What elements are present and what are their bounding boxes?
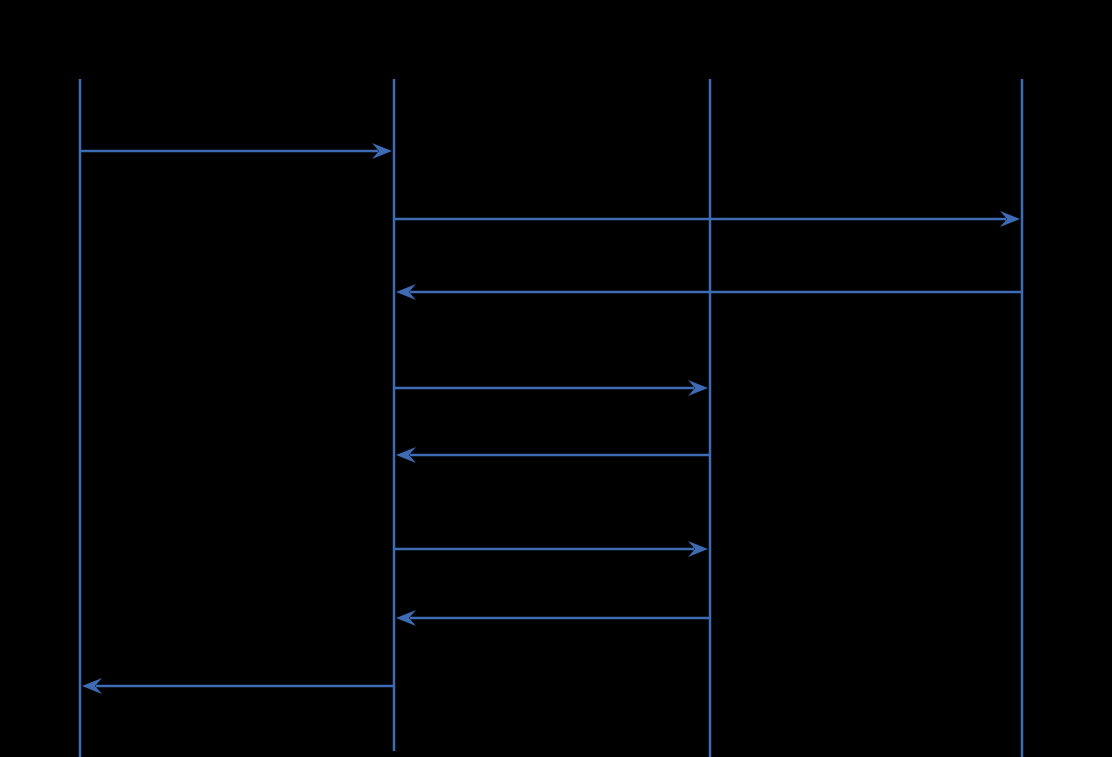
arrowhead-icon [688, 541, 708, 557]
message-1 [81, 143, 392, 159]
arrowhead-icon [396, 610, 416, 626]
arrowhead-icon [82, 678, 102, 694]
message-4 [395, 380, 708, 396]
arrowhead-icon [396, 447, 416, 463]
arrowhead-icon [372, 143, 392, 159]
arrowhead-icon [1000, 211, 1020, 227]
message-5 [396, 447, 709, 463]
message-3 [396, 284, 1021, 300]
message-7 [396, 610, 709, 626]
message-6 [395, 541, 708, 557]
message-8 [82, 678, 393, 694]
message-2 [395, 211, 1020, 227]
arrowhead-icon [688, 380, 708, 396]
arrowhead-icon [396, 284, 416, 300]
